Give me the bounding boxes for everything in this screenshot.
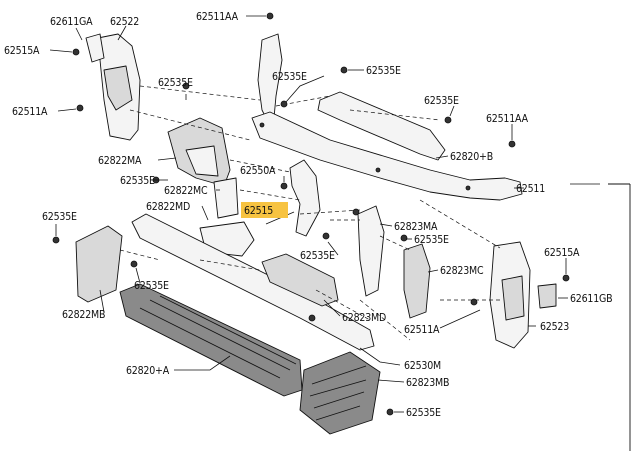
label-62511A-right: 62511A bbox=[404, 324, 440, 336]
label-62535E-e: 62535E bbox=[120, 175, 155, 187]
label-62511A-left: 62511A bbox=[12, 106, 48, 118]
part-62823MD-air-guide bbox=[261, 253, 339, 307]
label-62823MD: 62823MD bbox=[342, 312, 386, 324]
part-62523-bracket-right bbox=[489, 241, 531, 349]
fasteners bbox=[52, 12, 570, 416]
label-62823MC: 62823MC bbox=[440, 265, 484, 277]
part-62823MA-air-guide bbox=[357, 205, 385, 297]
label-62511: 62511 bbox=[516, 183, 545, 195]
label-62511AA-right: 62511AA bbox=[486, 113, 529, 125]
label-62523: 62523 bbox=[540, 321, 569, 333]
label-62535E-f: 62535E bbox=[42, 211, 77, 223]
label-62822MA: 62822MA bbox=[98, 155, 142, 167]
part-62515-center-brace bbox=[289, 159, 321, 237]
highlight-62515 bbox=[241, 202, 288, 218]
part-62823MC-air-guide bbox=[403, 243, 431, 319]
part-62823MB-air-guide bbox=[299, 351, 381, 435]
label-62522: 62522 bbox=[110, 16, 139, 28]
label-62820A: 62820+A bbox=[126, 365, 170, 377]
label-62535E-b: 62535E bbox=[366, 65, 401, 77]
label-62822MC: 62822MC bbox=[164, 185, 208, 197]
part-62822MB-air-guide bbox=[75, 225, 123, 303]
label-62822MB: 62822MB bbox=[62, 309, 105, 321]
label-62515A-left: 62515A bbox=[4, 45, 40, 57]
label-62611GA: 62611GA bbox=[50, 16, 93, 28]
label-62535E-j: 62535E bbox=[406, 407, 441, 419]
label-62550A: 62550A bbox=[240, 165, 276, 177]
label-62535E-h: 62535E bbox=[300, 250, 335, 262]
label-62535E-d: 62535E bbox=[424, 95, 459, 107]
label-62611GB: 62611GB bbox=[570, 293, 612, 305]
label-62820B: 62820+B bbox=[450, 151, 493, 163]
part-62522-bracket-left bbox=[85, 33, 141, 141]
label-62823MA: 62823MA bbox=[394, 221, 438, 233]
label-62530M: 62530M bbox=[404, 360, 441, 372]
label-62535E-a: 62535E bbox=[272, 71, 307, 83]
part-62822MC-air-guide bbox=[213, 177, 239, 219]
part-62511-core-support-upper bbox=[251, 33, 523, 201]
label-62535E-g: 62535E bbox=[414, 234, 449, 246]
part-62822MA-air-guide bbox=[167, 117, 231, 187]
label-62822MD: 62822MD bbox=[146, 201, 190, 213]
label-62535E-i: 62535E bbox=[134, 280, 169, 292]
part-labels: 62611GA 62522 62511AA 62515A 62535E 6253… bbox=[4, 11, 613, 419]
label-62823MB: 62823MB bbox=[406, 377, 449, 389]
part-62611GB-plate bbox=[537, 283, 557, 309]
label-62515-highlighted: 62515 bbox=[244, 205, 273, 217]
label-62515A-right: 62515A bbox=[544, 247, 580, 259]
label-62511AA-top: 62511AA bbox=[196, 11, 239, 23]
label-62535E-c: 62535E bbox=[158, 77, 193, 89]
